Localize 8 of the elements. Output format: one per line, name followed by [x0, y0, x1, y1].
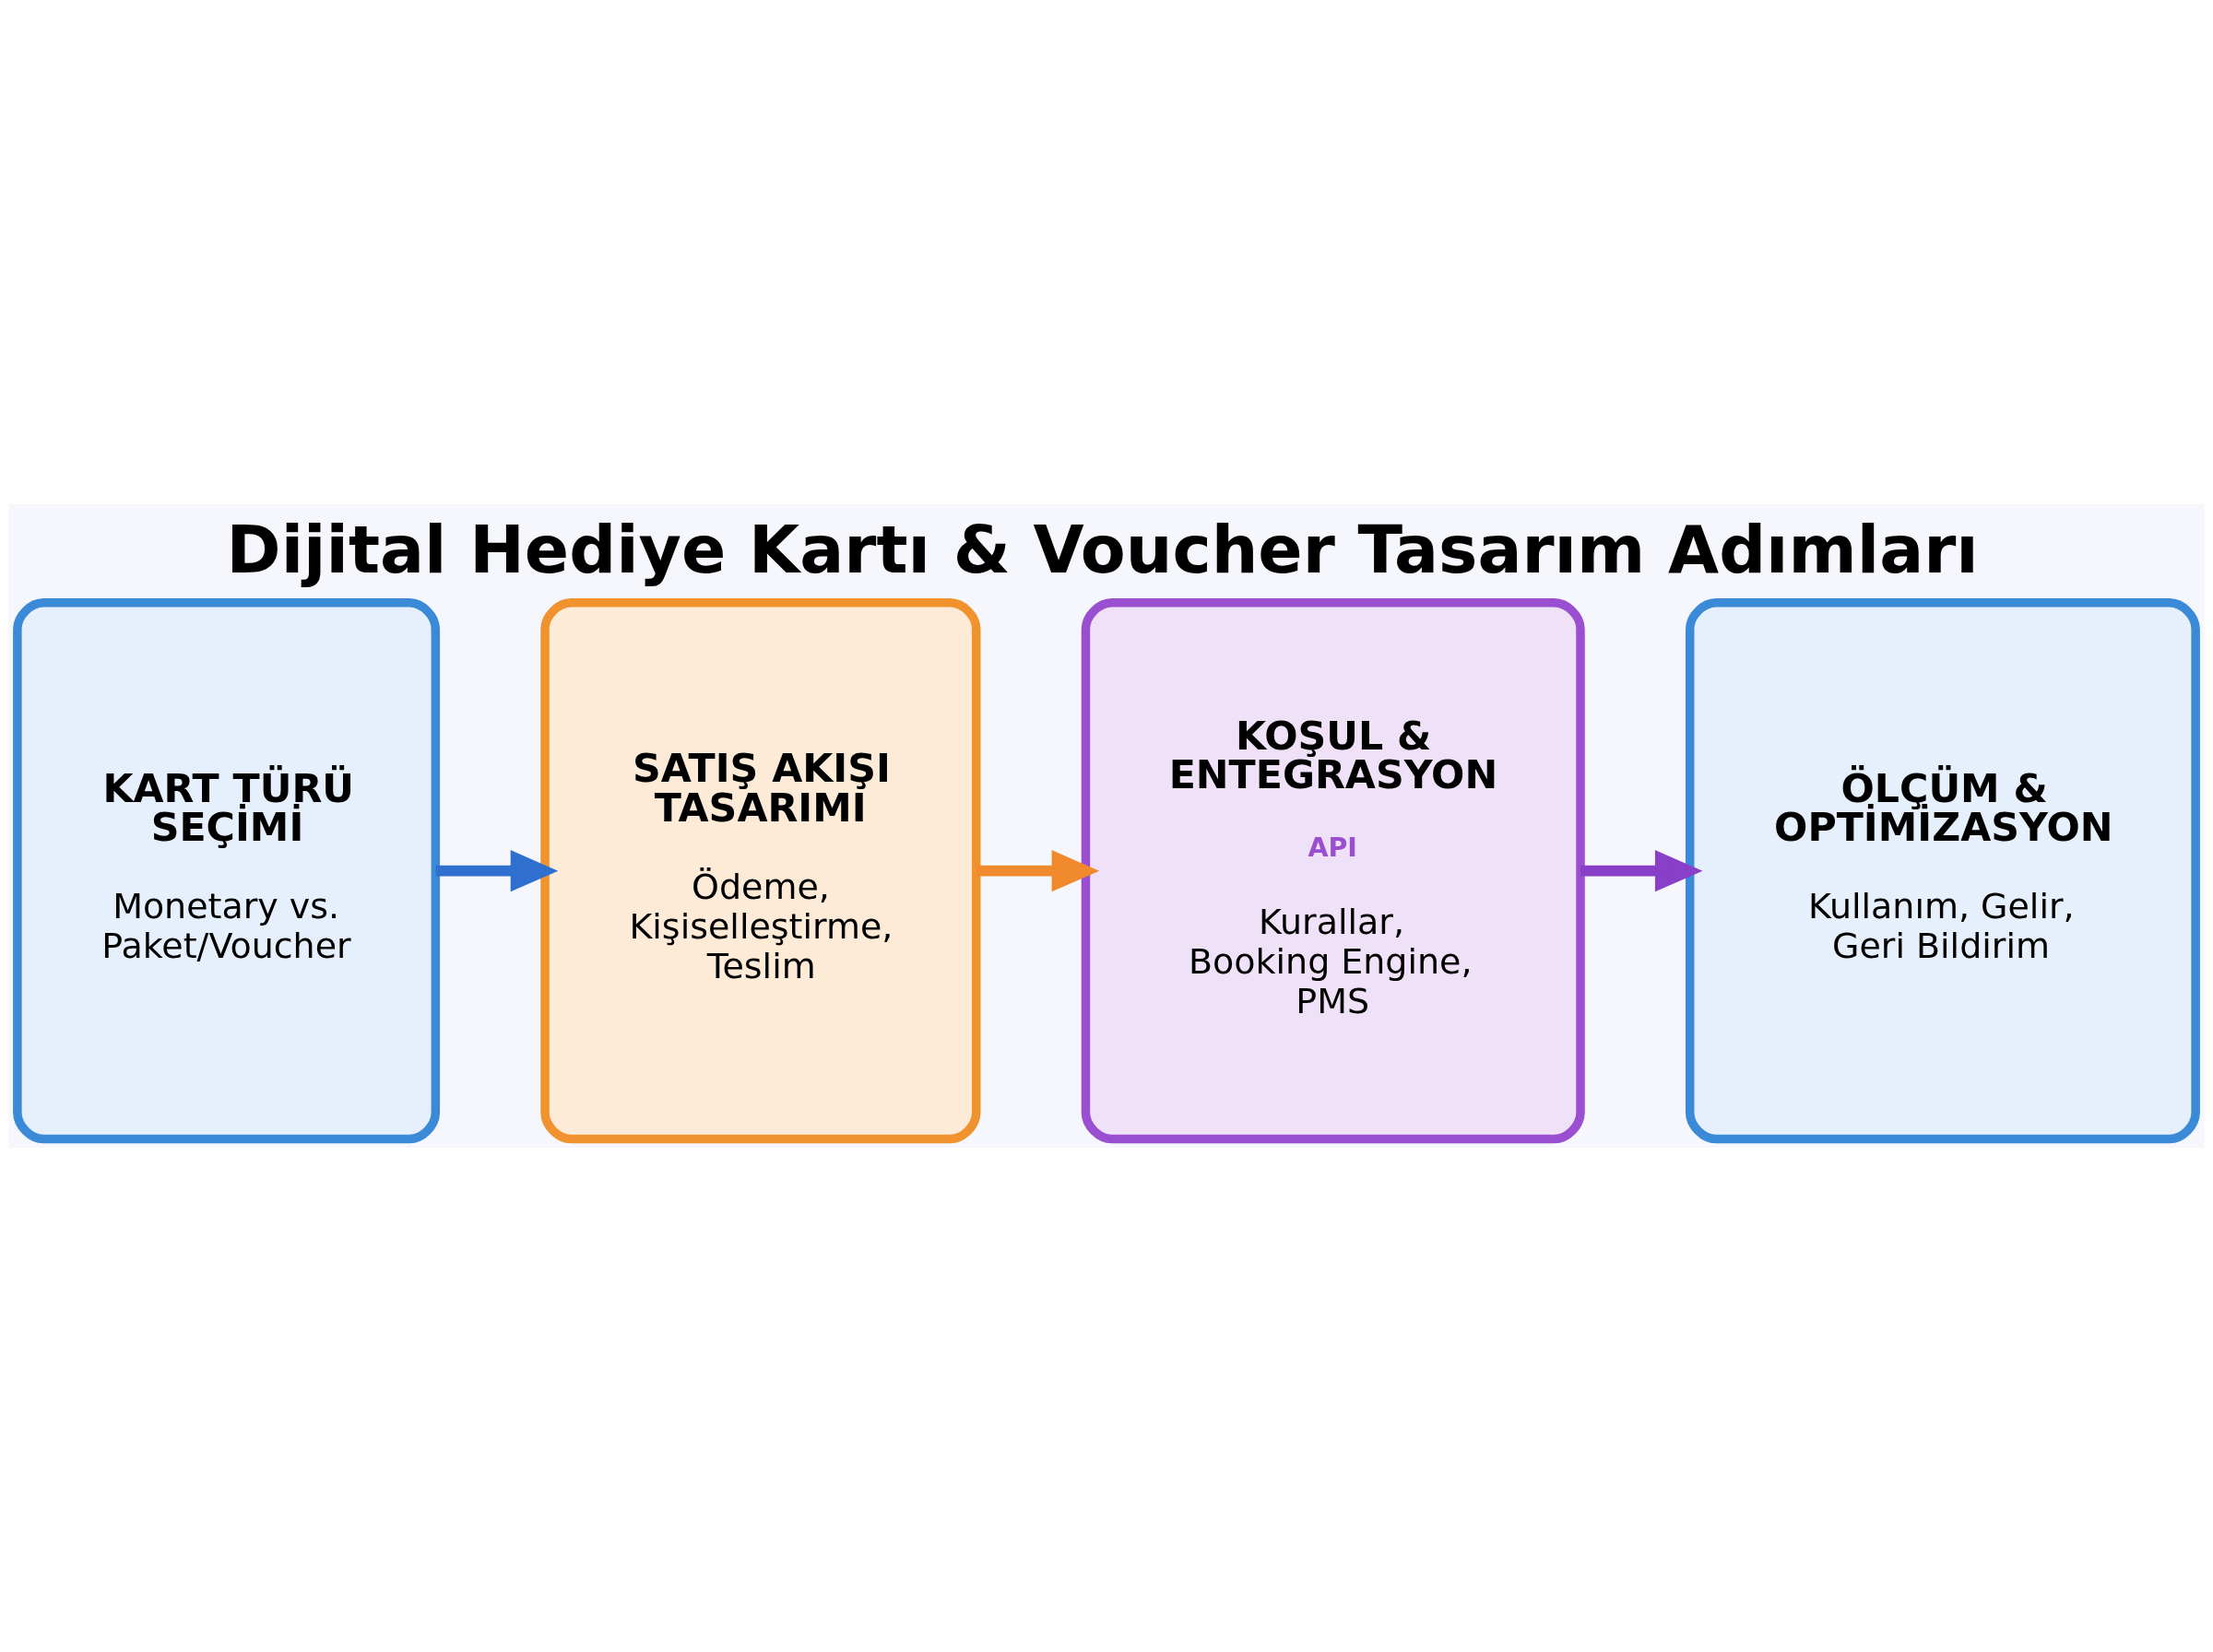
node-box: KART TÜRÜ SEÇİMİ Monetary vs. Paket/Voucher: [13, 598, 441, 1144]
arrow: [976, 850, 1100, 892]
arrow: [1580, 850, 1703, 892]
node-box: KOŞUL & ENTEGRASYON API Kurallar, Booking Engine, PMS: [1081, 598, 1585, 1144]
node-box: SATIŞ AKIŞI TASARIMI Ödeme, Kişiselleştirme, Teslim: [540, 598, 981, 1144]
arrow: [435, 850, 559, 892]
diagram-title: Dijital Hediye Kartı & Voucher Tasarım Adımları: [226, 511, 1979, 588]
node-box: ÖLÇÜM & OPTİMİZASYON Kullanım, Gelir, Geri Bildirim: [1685, 598, 2200, 1144]
